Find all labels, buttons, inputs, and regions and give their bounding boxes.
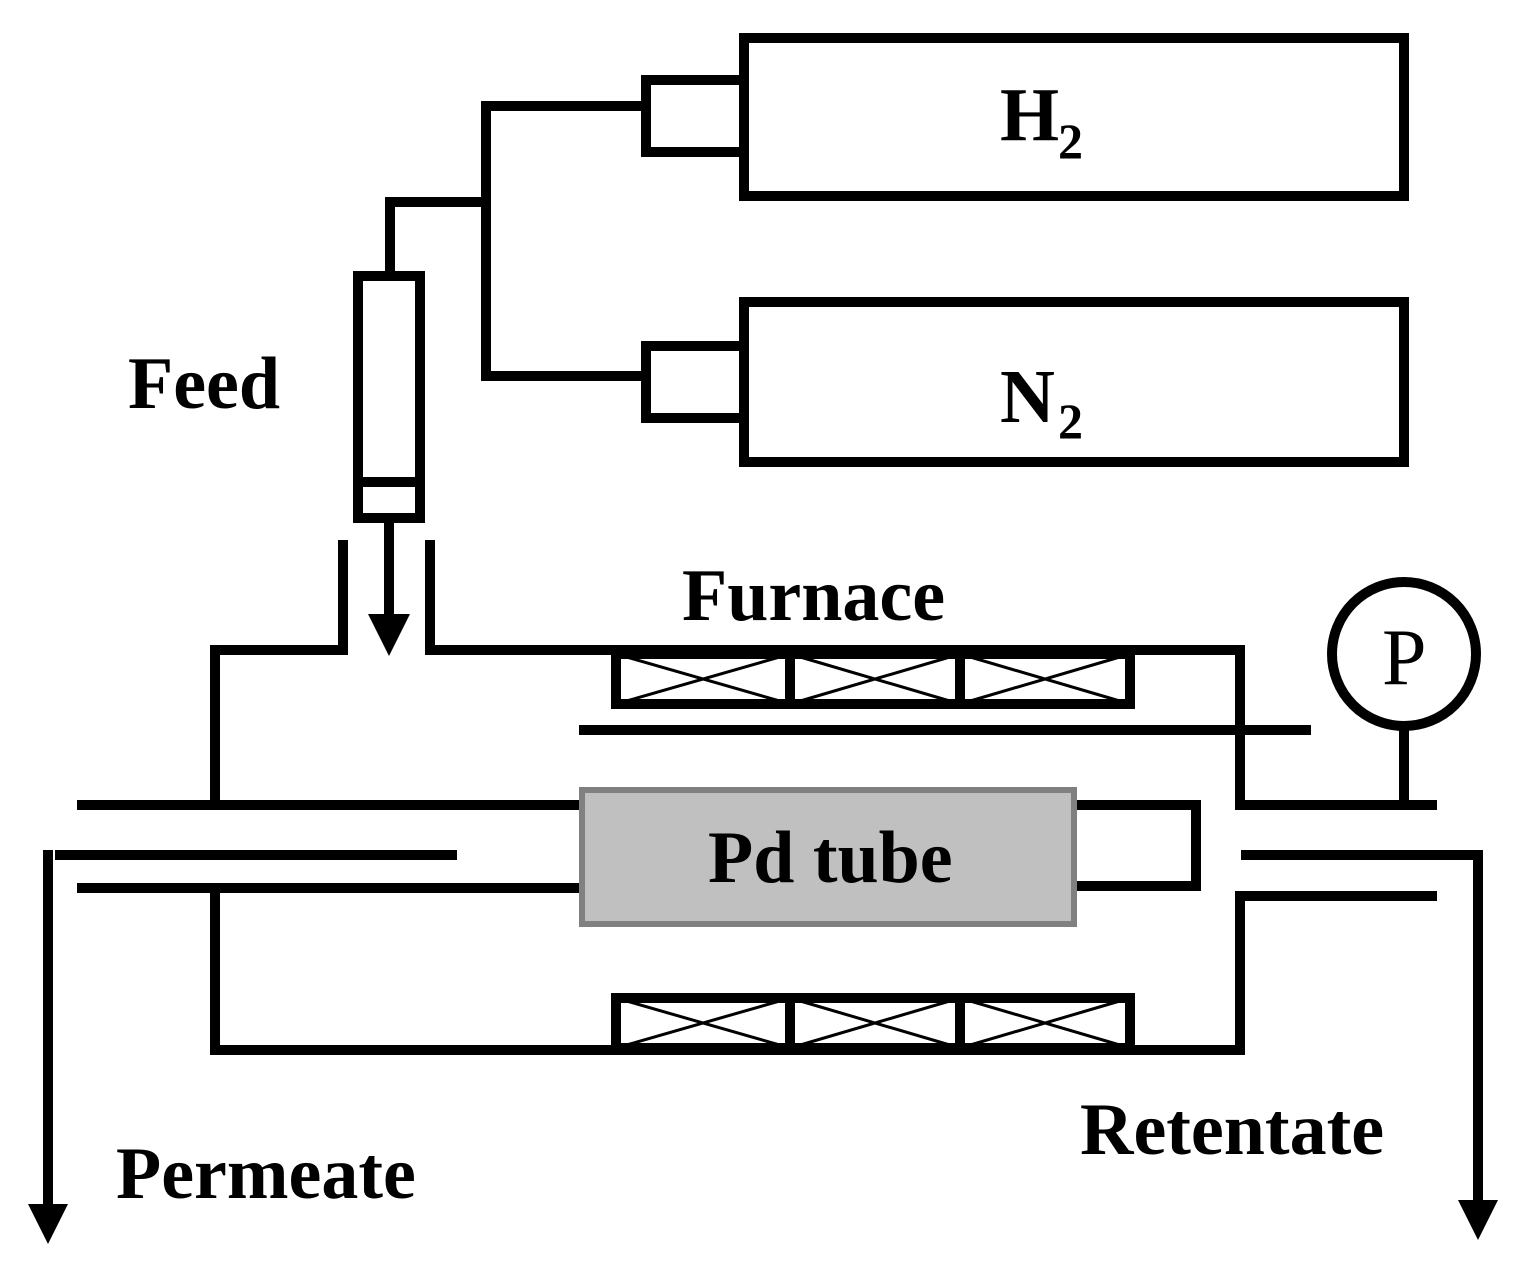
retentate-label: Retentate [1080, 1089, 1384, 1171]
h2-label: H [1000, 73, 1059, 157]
n2-label: N [1000, 355, 1055, 439]
gas-manifold [385, 101, 651, 381]
h2-cylinder: H 2 [641, 33, 1409, 201]
reactor-shell [210, 540, 1437, 1055]
feed-arrow [368, 513, 410, 656]
feed-flowmeter: Feed [128, 271, 425, 523]
h2-subscript: 2 [1058, 113, 1083, 169]
n2-cylinder: N 2 [641, 297, 1409, 467]
feed-label: Feed [128, 343, 280, 425]
furnace-label: Furnace [682, 555, 945, 637]
retentate-outlet: Retentate [1080, 850, 1498, 1240]
pressure-gauge-label: P [1382, 614, 1427, 702]
n2-subscript: 2 [1058, 393, 1083, 449]
permeate-label: Permeate [116, 1133, 416, 1215]
furnace-heater-upper [611, 649, 1135, 709]
furnace-heater-lower [611, 993, 1135, 1053]
permeate-outlet: Permeate [28, 850, 416, 1244]
pd-tube [579, 787, 1077, 927]
pd-tube-label: Pd tube [708, 817, 953, 899]
pd-tube-assembly: Pd tube [55, 787, 1201, 927]
pressure-gauge: P [1327, 577, 1481, 810]
